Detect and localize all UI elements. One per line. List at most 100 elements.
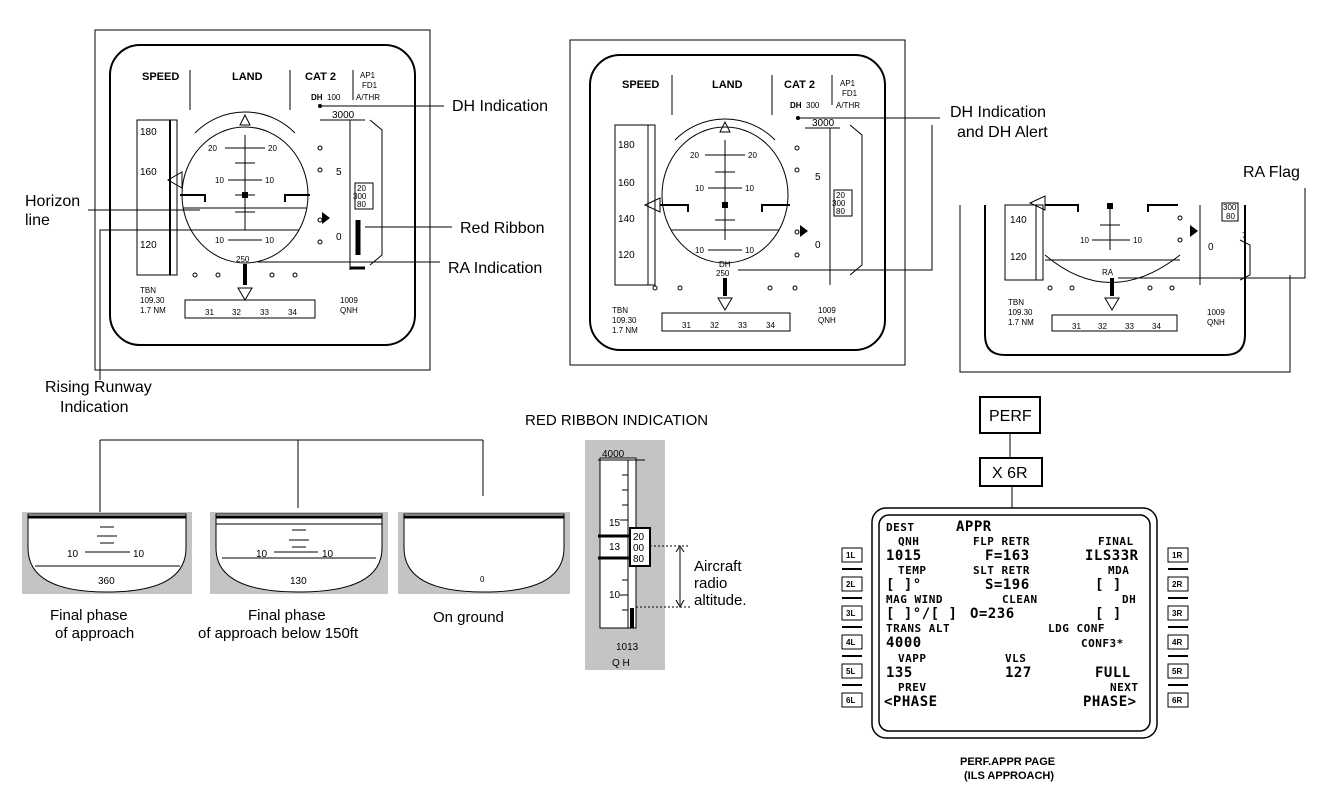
svg-text:4L: 4L [846, 638, 855, 647]
phase1-pitch-right: 10 [133, 549, 145, 560]
ribbon-10: 10 [609, 590, 621, 601]
mcdu-ldg-conf-label: LDG CONF [1048, 622, 1105, 635]
mcdu-slt-retr-value: S=196 [985, 577, 1030, 593]
ribbon-box-00: 00 [633, 543, 645, 554]
mcdu-final-label: FINAL [1098, 535, 1134, 548]
alt2-box-20: 20 [836, 191, 845, 200]
speed-120-3: 120 [1010, 252, 1027, 263]
pitch2-m10-right: 10 [745, 246, 754, 255]
svg-text:2L: 2L [846, 580, 855, 589]
callout-rising-runway-1: Rising Runway [45, 379, 152, 396]
lsk-2l[interactable] [841, 576, 863, 592]
alt3-box-80: 80 [1226, 212, 1235, 221]
dh-value: 100 [327, 93, 341, 102]
mcdu-flp-retr-value: F=163 [985, 548, 1030, 564]
mcdu-mag-wind-value[interactable]: [ ]°/[ ] [886, 606, 957, 622]
mcdu-vls-value: 127 [1005, 665, 1032, 681]
pitch3-m10-right: 10 [1133, 236, 1142, 245]
fma-speed: SPEED [142, 71, 179, 83]
fma-land-2: LAND [712, 79, 743, 91]
speed-140-3: 140 [1010, 215, 1027, 226]
lsk-4l[interactable] [841, 634, 863, 650]
mcdu-next-phase[interactable]: PHASE> [1083, 694, 1137, 710]
mcdu-temp-value[interactable]: [ ]° [886, 577, 922, 593]
speed-index-icon [166, 171, 183, 189]
mcdu-ldg-conf-value[interactable]: CONF3* [1081, 637, 1124, 650]
lsk-6l[interactable] [841, 692, 863, 708]
ils-dist-2: 1.7 NM [612, 326, 638, 335]
rising-runway-tree [99, 439, 484, 512]
svg-text:1L: 1L [846, 551, 855, 560]
mcdu-prev-phase[interactable]: <PHASE [884, 694, 938, 710]
dh-prefix-2: DH [790, 101, 802, 110]
lsk-4r[interactable] [1167, 634, 1189, 650]
mcdu-final-value[interactable]: ILS33R [1085, 548, 1139, 564]
perf-flow: PERF X 6R [979, 396, 1043, 508]
alt2-box-80: 80 [836, 207, 845, 216]
lsk-5l[interactable] [841, 663, 863, 679]
perf-key-label: PERF [989, 408, 1032, 425]
alt3-box-300: 300 [1223, 203, 1237, 212]
phase2-caption-2: of approach below 150ft [198, 625, 359, 642]
svg-text:2R: 2R [1172, 580, 1182, 589]
lsk-right-column: 1R 2R 3R 4R 5R 6R [1167, 547, 1189, 708]
mcdu-qnh-label: QNH [898, 535, 919, 548]
callout-ra-flag: RA Flag [1243, 164, 1300, 181]
mcdu-dh-value[interactable]: [ ] [1095, 606, 1122, 622]
alt-5: 5 [336, 167, 342, 178]
lsk-1l[interactable] [841, 547, 863, 563]
hdg-33: 33 [260, 308, 269, 317]
mcdu-mag-wind-label: MAG WIND [886, 593, 943, 606]
svg-text:5L: 5L [846, 667, 855, 676]
alt-5-2: 5 [815, 172, 821, 183]
speed-120: 120 [140, 240, 157, 251]
phase2-caption-1: Final phase [248, 607, 326, 624]
ribbon-title: RED RIBBON INDICATION [525, 412, 708, 429]
perf-key[interactable] [979, 396, 1041, 434]
alt-0: 0 [336, 232, 342, 243]
callout-horizon-1: Horizon [25, 193, 80, 210]
mcdu-vapp-value[interactable]: 135 [886, 665, 913, 681]
phase-final-approach: 10 10 360 Final phase of approach [22, 512, 192, 642]
hdg-32: 32 [232, 308, 241, 317]
bank-pointer-icon-2 [719, 120, 731, 133]
alt-3000-2: 3000 [812, 118, 835, 129]
lsk-1r[interactable] [1167, 547, 1189, 563]
lsk-5r[interactable] [1167, 663, 1189, 679]
lsk-6r[interactable] [1167, 692, 1189, 708]
mcdu-trans-alt-value[interactable]: 4000 [886, 635, 922, 651]
lsk-3r[interactable] [1167, 605, 1189, 621]
phase1-caption-1: Final phase [50, 607, 128, 624]
lsk-2r[interactable] [1167, 576, 1189, 592]
ribbon-box-20: 20 [633, 532, 645, 543]
ribbon-note-3: altitude. [694, 592, 747, 609]
lsk-3l[interactable] [841, 605, 863, 621]
phase-below-150ft: 10 10 130 Final phase of approach below … [198, 512, 388, 642]
fma-cat2: CAT 2 [305, 71, 336, 83]
svg-text:4R: 4R [1172, 638, 1182, 647]
mcdu-clean-label: CLEAN [1002, 593, 1038, 606]
alt-box-20: 20 [357, 184, 366, 193]
svg-text:5R: 5R [1172, 667, 1182, 676]
ils-id-3: TBN [1008, 298, 1024, 307]
callout-red-ribbon: Red Ribbon [460, 220, 545, 237]
mcdu-qnh-value[interactable]: 1015 [886, 548, 922, 564]
callout-dh-indication: DH Indication [452, 98, 548, 115]
fma-fd1-2: FD1 [842, 89, 858, 98]
svg-text:3L: 3L [846, 609, 855, 618]
mcdu-mda-value[interactable]: [ ] [1095, 577, 1122, 593]
ribbon-15: 15 [609, 518, 621, 529]
pitch-20-left: 20 [208, 144, 217, 153]
fma-athr-2: A/THR [836, 101, 860, 110]
baro2-1009: 1009 [818, 306, 836, 315]
hdg3-34: 34 [1152, 322, 1161, 331]
x6r-key[interactable] [979, 457, 1043, 487]
phase-on-ground: 0 On ground [398, 512, 570, 626]
baro2-qnh: QNH [818, 316, 836, 325]
baro-qnh: QNH [340, 306, 358, 315]
phase3-value: 0 [480, 575, 485, 584]
hdg2-34: 34 [766, 321, 775, 330]
mcdu-full-value[interactable]: FULL [1095, 665, 1131, 681]
speed-120-2: 120 [618, 250, 635, 261]
